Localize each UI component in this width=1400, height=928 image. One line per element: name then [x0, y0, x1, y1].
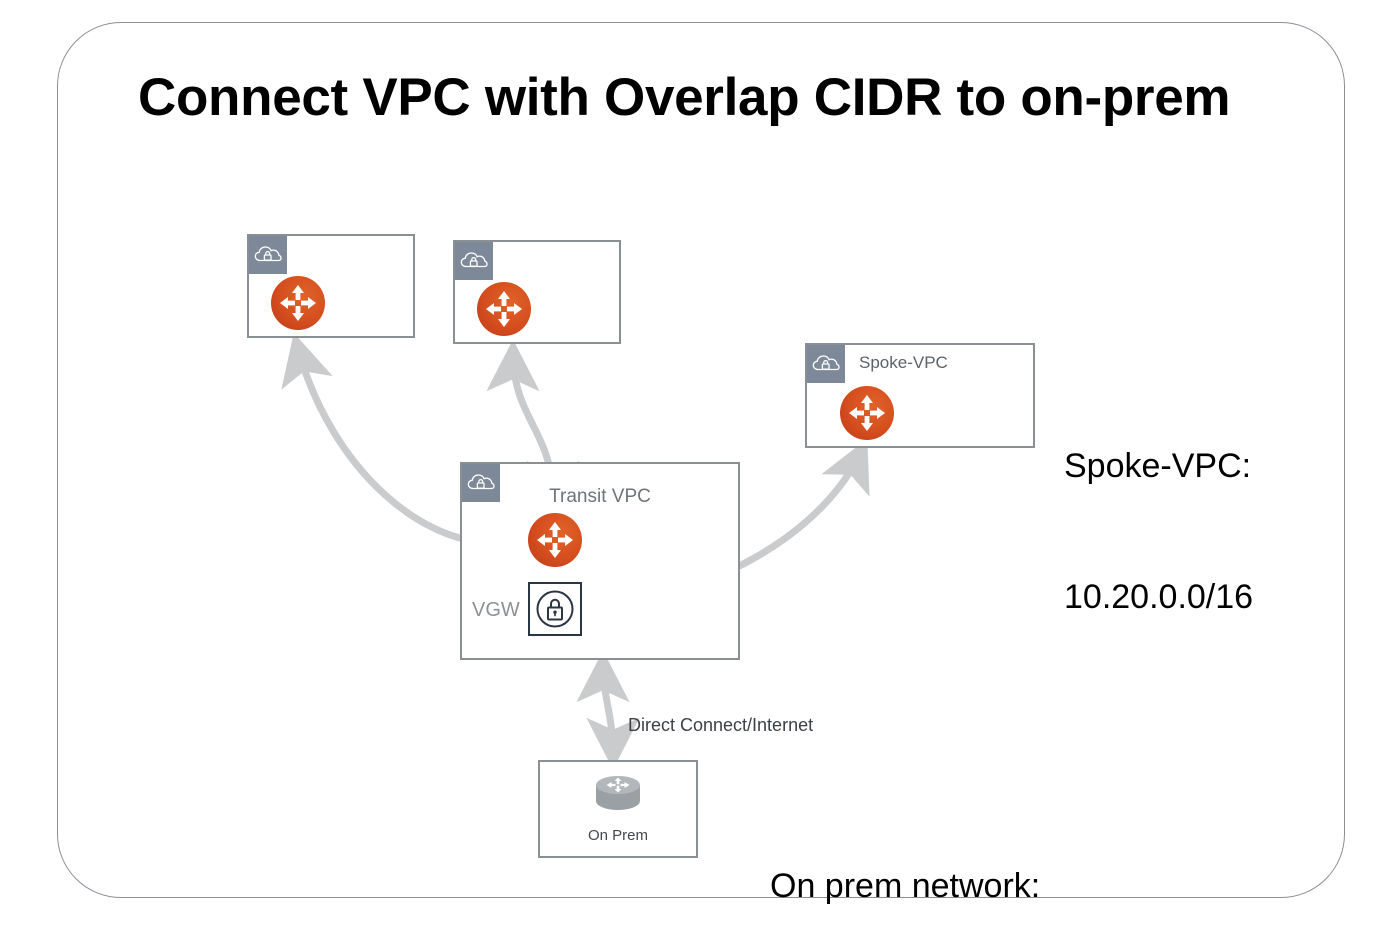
- vgw-label: VGW: [472, 599, 520, 621]
- cloud-lock-icon: [807, 345, 845, 383]
- onprem-label: On Prem: [587, 827, 648, 844]
- cloud-lock-icon: [455, 242, 493, 280]
- on-prem-router-icon: [590, 770, 646, 821]
- annotation-spoke-cidr: Spoke-VPC: 10.20.0.0/16: [1064, 358, 1253, 706]
- router-icon[interactable]: [528, 513, 582, 567]
- vpc-box-spoke[interactable]: Spoke-VPC: [805, 343, 1035, 448]
- router-icon[interactable]: [271, 276, 325, 330]
- router-icon[interactable]: [477, 282, 531, 336]
- vpc-box-1[interactable]: [247, 234, 415, 338]
- annotation-onprem-cidr-line1: On prem network:: [770, 867, 1041, 906]
- vpc-box-2[interactable]: [453, 240, 621, 344]
- cloud-lock-icon: [249, 236, 287, 274]
- vpc-box-transit-title: Transit VPC: [549, 486, 651, 507]
- direct-connect-label: Direct Connect/Internet: [628, 715, 814, 735]
- annotation-spoke-cidr-line1: Spoke-VPC:: [1064, 447, 1252, 486]
- annotation-spoke-cidr-line2: 10.20.0.0/16: [1064, 577, 1254, 616]
- vpn-lock-icon[interactable]: [528, 582, 582, 636]
- annotation-onprem-cidr: On prem network: 10.20.0.0/16: [770, 778, 1040, 928]
- slide-frame: [57, 22, 1345, 898]
- router-icon[interactable]: [840, 386, 894, 440]
- onprem-box[interactable]: On Prem: [538, 760, 698, 858]
- cloud-lock-icon: [462, 464, 500, 502]
- vpc-box-spoke-label: Spoke-VPC: [859, 353, 948, 372]
- page-title: Connect VPC with Overlap CIDR to on-prem: [138, 68, 1231, 127]
- vpc-box-transit[interactable]: Transit VPC VGW: [460, 462, 740, 660]
